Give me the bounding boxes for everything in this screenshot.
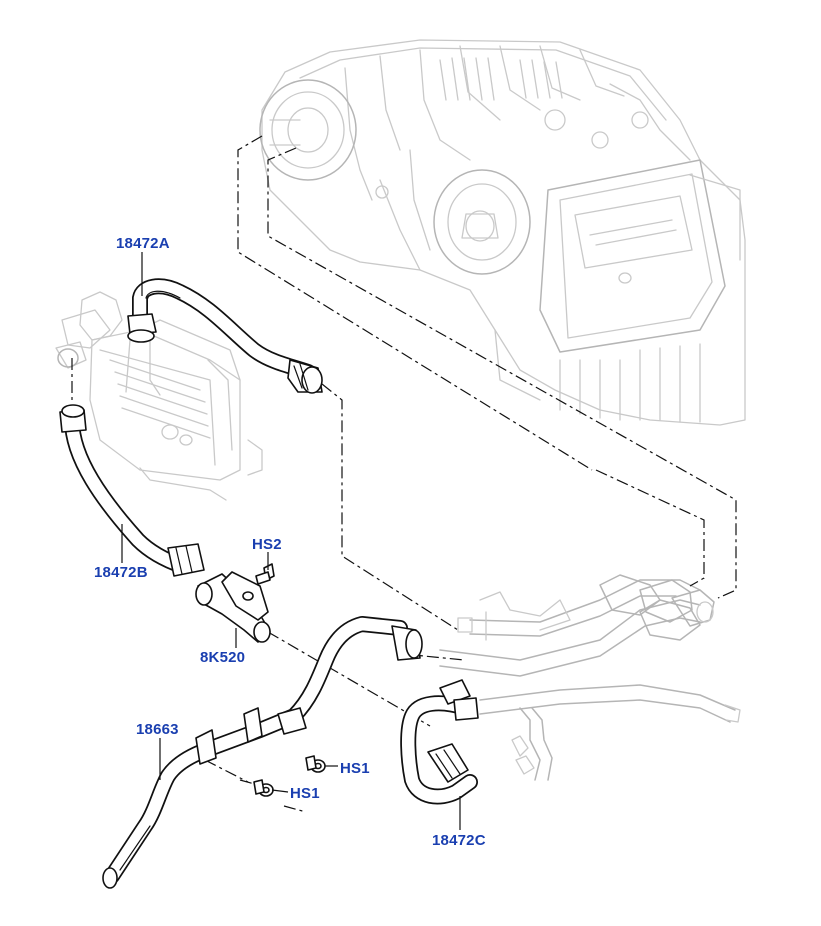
bolt-hs2[interactable]: [255, 563, 275, 585]
hose-18472b[interactable]: [59, 404, 205, 577]
heater-core-ghost: [55, 291, 263, 501]
callout-18472c: 18472C: [432, 832, 486, 849]
callout-hs2: HS2: [252, 536, 282, 553]
callout-hs1-upper: HS1: [340, 760, 370, 777]
leader-lines: [121, 252, 461, 830]
callout-18472b: 18472B: [94, 564, 148, 581]
hose-18472c[interactable]: [400, 679, 479, 805]
pipe-18663[interactable]: [102, 616, 423, 889]
callout-8k520: 8K520: [200, 649, 245, 666]
assembly-lines: [71, 135, 737, 813]
callout-18472a: 18472A: [116, 235, 170, 252]
callout-18663: 18663: [136, 721, 179, 738]
hose-18472a[interactable]: [127, 278, 323, 394]
callout-hs1-lower: HS1: [290, 785, 320, 802]
hvac-housing-ghost: [259, 39, 746, 426]
connector-8k520[interactable]: [195, 571, 271, 643]
callout-labels: 18472A 18472B HS2 8K520 18663 HS1 HS1 18…: [94, 235, 486, 849]
bolt-hs1-lower[interactable]: [253, 779, 274, 797]
bolt-hs1-upper[interactable]: [305, 755, 326, 773]
coolant-pipes-ghost: [439, 574, 741, 781]
